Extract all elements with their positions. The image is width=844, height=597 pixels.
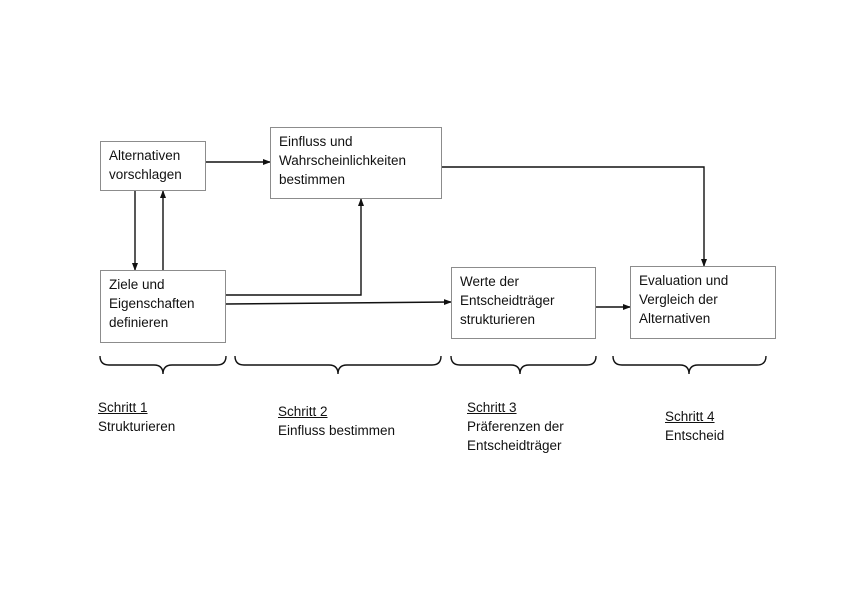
- arrow-ziele-to-einfluss: [226, 198, 364, 296]
- brace-step-3: [450, 355, 597, 375]
- node-alternativen-vorschlagen: Alternativen vorschlagen: [100, 141, 206, 191]
- step-description: Entscheidträger: [467, 438, 562, 453]
- node-einfluss-bestimmen: Einfluss und Wahrscheinlichkeiten bestim…: [270, 127, 442, 199]
- node-evaluation-vergleich: Evaluation und Vergleich der Alternative…: [630, 266, 776, 339]
- step-3-label: Schritt 3 Präferenzen der Entscheidträge…: [467, 398, 564, 455]
- node-ziele-definieren: Ziele und Eigenschaften definieren: [100, 270, 226, 343]
- brace-step-4: [612, 355, 767, 375]
- step-description: Präferenzen der: [467, 419, 564, 434]
- brace-step-2: [234, 355, 442, 375]
- node-label-line: Entscheidträger: [460, 293, 555, 308]
- step-description: Einfluss bestimmen: [278, 423, 396, 438]
- step-2-label: Schritt 2 Einfluss bestimmen: [278, 402, 395, 440]
- step-1-label: Schritt 1 Strukturieren: [98, 398, 175, 436]
- brace-step-1: [99, 355, 227, 375]
- step-title: Schritt 1: [98, 400, 148, 415]
- node-label-line: Alternativen: [639, 311, 711, 326]
- node-label-line: Eigenschaften: [109, 296, 195, 311]
- node-label-line: Wahrscheinlichkeiten: [279, 153, 407, 168]
- step-title: Schritt 4: [665, 409, 715, 424]
- node-label-line: Ziele und: [109, 277, 165, 292]
- node-werte-strukturieren: Werte der Entscheidträger strukturieren: [451, 267, 596, 339]
- node-label-line: definieren: [109, 315, 169, 330]
- arrow-einfluss-to-evaluation: [442, 166, 707, 267]
- node-label-line: Werte der: [460, 274, 520, 289]
- node-label-line: vorschlagen: [109, 167, 182, 182]
- node-label-line: Einfluss und: [279, 134, 353, 149]
- step-title: Schritt 2: [278, 404, 328, 419]
- node-label-line: bestimmen: [279, 172, 346, 187]
- step-title: Schritt 3: [467, 400, 517, 415]
- node-label-line: Evaluation und: [639, 273, 729, 288]
- step-4-label: Schritt 4 Entscheid: [665, 407, 724, 445]
- arrow-ziele-to-werte: [225, 299, 452, 306]
- node-label-line: strukturieren: [460, 312, 536, 327]
- node-label-line: Alternativen: [109, 148, 181, 163]
- node-label-line: Vergleich der: [639, 292, 718, 307]
- step-description: Entscheid: [665, 428, 725, 443]
- step-description: Strukturieren: [98, 419, 176, 434]
